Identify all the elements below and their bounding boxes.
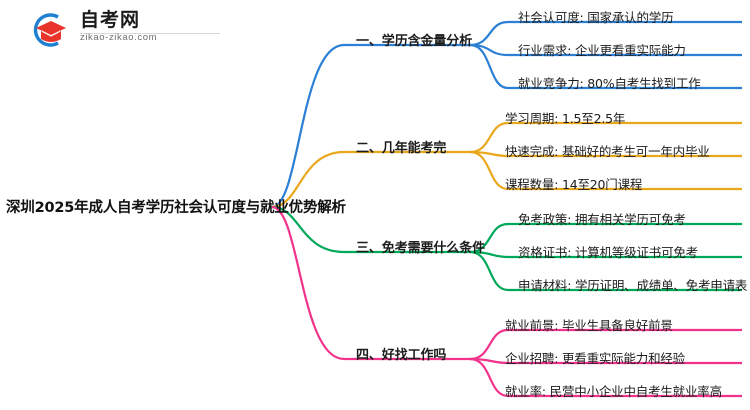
- leaf-node-1-1[interactable]: 社会认可度: 国家承认的学历: [518, 10, 674, 25]
- leaf-node-2-2[interactable]: 快速完成: 基础好的考生可一年内毕业: [505, 144, 710, 159]
- leaf-node-3-2[interactable]: 资格证书: 计算机等级证书可免考: [518, 245, 698, 260]
- leaf-node-4-1[interactable]: 就业前景: 毕业生具备良好前景: [505, 318, 673, 333]
- site-logo: 自考网 zikao-zikao.com: [28, 8, 228, 52]
- leaf-node-4-3[interactable]: 就业率: 民营中小企业中自考生就业率高: [505, 384, 722, 399]
- leaf-node-3-1[interactable]: 免考政策: 拥有相关学历可免考: [518, 212, 686, 227]
- leaf-node-2-3[interactable]: 课程数量: 14至20门课程: [505, 177, 643, 192]
- leaf-node-4-2[interactable]: 企业招聘: 更看重实际能力和经验: [505, 351, 685, 366]
- leaf-node-2-1[interactable]: 学习周期: 1.5至2.5年: [505, 111, 626, 126]
- branch-label-1[interactable]: 一、学历含金量分析: [356, 34, 473, 49]
- logo-domain: zikao-zikao.com: [80, 32, 158, 43]
- branch-label-2[interactable]: 二、几年能考完: [356, 141, 447, 156]
- root-topic[interactable]: 深圳2025年成人自考学历社会认可度与就业优势解析: [6, 200, 346, 216]
- logo-divider: [80, 33, 220, 34]
- logo-text: 自考网 zikao-zikao.com: [80, 10, 157, 44]
- leaf-node-1-2[interactable]: 行业需求: 企业更看重实际能力: [518, 43, 686, 58]
- branch-label-3[interactable]: 三、免考需要什么条件: [356, 241, 486, 256]
- branch-label-4[interactable]: 四、好找工作吗: [356, 348, 447, 363]
- leaf-node-1-3[interactable]: 就业竞争力: 80%自考生找到工作: [518, 76, 701, 91]
- graduation-cap-icon: [28, 10, 72, 50]
- logo-title-cn: 自考网: [80, 9, 141, 31]
- leaf-node-3-3[interactable]: 申请材料: 学历证明、成绩单、免考申请表: [518, 278, 748, 293]
